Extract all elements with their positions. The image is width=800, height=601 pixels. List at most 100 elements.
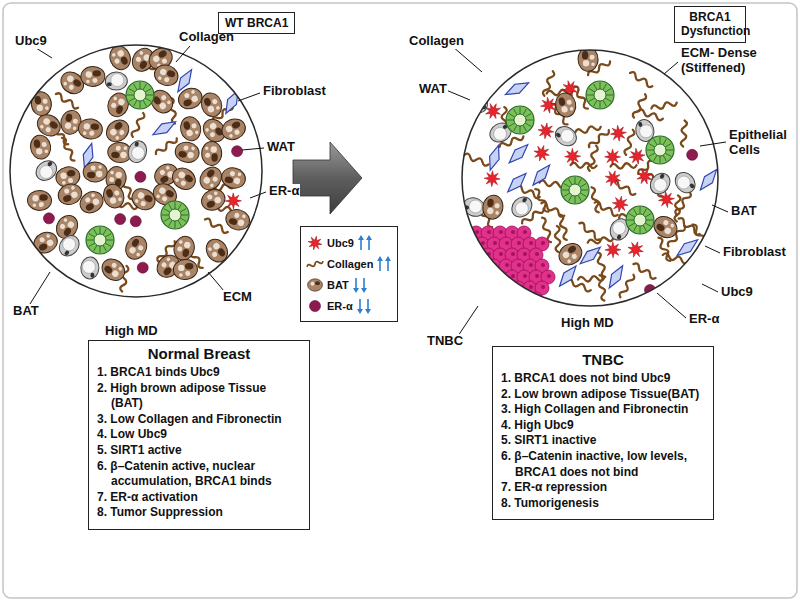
drawn-shape xyxy=(665,153,671,157)
collagen-fiber xyxy=(589,187,601,213)
bat-cell xyxy=(122,232,151,263)
drawn-shape xyxy=(467,198,484,215)
drawn-shape xyxy=(129,89,135,93)
part-label: Fibroblast xyxy=(262,84,327,99)
drawn-shape xyxy=(591,62,595,66)
drawn-shape xyxy=(134,89,146,101)
drawn-shape xyxy=(529,162,553,188)
drawn-shape xyxy=(90,123,99,131)
ubc9-star xyxy=(611,195,629,213)
tumor-nucleus xyxy=(505,307,509,311)
drawn-shape xyxy=(175,85,205,112)
drawn-shape xyxy=(571,253,578,260)
ubc9-star xyxy=(626,240,646,260)
drawn-shape xyxy=(663,155,667,161)
tumor-nucleus xyxy=(469,263,473,267)
drawn-shape xyxy=(520,107,521,114)
drawn-shape xyxy=(117,49,125,57)
bat-cell xyxy=(481,194,504,221)
part-label: WAT xyxy=(418,82,448,97)
tumor-nucleus xyxy=(517,307,521,311)
leader-line xyxy=(458,306,478,336)
drawn-shape xyxy=(113,96,118,101)
drawn-shape xyxy=(578,195,582,201)
drawn-shape xyxy=(634,214,646,226)
drawn-shape xyxy=(506,106,534,134)
tumor-cell xyxy=(505,292,519,306)
collagen-fiber xyxy=(575,124,601,134)
drawn-shape xyxy=(177,246,183,252)
drawn-shape xyxy=(76,187,107,217)
drawn-shape xyxy=(520,126,521,133)
drawn-shape xyxy=(117,98,125,106)
drawn-shape xyxy=(600,82,601,89)
drawn-shape xyxy=(368,239,370,250)
er-alpha xyxy=(687,149,698,160)
ubc9-star xyxy=(605,149,621,165)
drawn-shape xyxy=(647,150,654,151)
drawn-shape xyxy=(355,278,357,289)
legend-text: BAT xyxy=(327,279,349,291)
drawn-shape xyxy=(89,243,95,247)
drawn-shape xyxy=(307,235,324,251)
drawn-shape xyxy=(206,194,213,201)
drawn-shape xyxy=(361,288,367,293)
tumor-nucleus xyxy=(487,230,491,234)
list-item: 7. ER-α repression xyxy=(501,480,705,496)
drawn-shape xyxy=(231,120,241,129)
drawn-shape xyxy=(86,80,90,84)
drawn-shape xyxy=(191,95,199,103)
drawn-shape xyxy=(150,117,178,139)
drawn-shape xyxy=(385,256,391,261)
drawn-shape xyxy=(129,98,135,102)
drawn-shape xyxy=(111,151,120,158)
wat-cell xyxy=(552,123,580,150)
tumor-nucleus xyxy=(505,263,509,267)
collagen-fiber xyxy=(637,109,663,121)
drawn-shape xyxy=(567,259,572,264)
box-heading: TNBC xyxy=(501,351,705,368)
drawn-shape xyxy=(654,155,658,161)
tumor-cell xyxy=(487,281,501,295)
drawn-shape xyxy=(128,246,137,255)
summary-box: TNBC1. BRCA1 does not bind Ubc92. Low br… xyxy=(492,346,714,520)
drawn-shape xyxy=(166,257,171,262)
drawn-shape xyxy=(105,72,127,90)
list-item: 5. SIRT1 inactive xyxy=(501,433,705,449)
list-item: 2. Low brown adipose Tissue(BAT) xyxy=(501,387,705,403)
leader-line xyxy=(176,46,190,62)
bat-cell xyxy=(31,229,61,257)
drawn-shape xyxy=(646,136,674,164)
drawn-shape xyxy=(638,121,643,127)
tumor-nucleus xyxy=(535,252,539,256)
drawn-shape xyxy=(183,121,191,131)
up-arrows xyxy=(376,256,392,272)
drawn-shape xyxy=(94,229,98,235)
drawn-shape xyxy=(146,95,153,96)
fibroblast xyxy=(577,243,603,267)
bat-cell xyxy=(555,239,586,269)
tissue-outline xyxy=(10,45,262,297)
drawn-shape xyxy=(605,263,627,290)
drawn-shape xyxy=(183,241,191,249)
ubc9-star xyxy=(484,170,501,187)
drawn-shape xyxy=(610,219,627,236)
drawn-shape xyxy=(110,102,116,108)
drawn-shape xyxy=(558,127,576,145)
drawn-shape xyxy=(234,212,240,218)
drawn-shape xyxy=(626,145,648,167)
drawn-shape xyxy=(629,71,654,89)
drawn-shape xyxy=(66,220,75,229)
drawn-shape xyxy=(63,218,68,223)
drawn-shape xyxy=(558,214,569,240)
tumor-nucleus xyxy=(517,263,521,267)
drawn-shape xyxy=(353,288,359,293)
drawn-shape xyxy=(72,126,76,130)
drawn-shape xyxy=(587,145,598,171)
collagen-fiber xyxy=(55,92,80,110)
tumor-nucleus xyxy=(535,274,539,278)
drawn-shape xyxy=(29,134,53,161)
drawn-shape xyxy=(178,264,185,271)
drawn-shape xyxy=(162,215,169,216)
collagen-fiber xyxy=(131,112,146,138)
